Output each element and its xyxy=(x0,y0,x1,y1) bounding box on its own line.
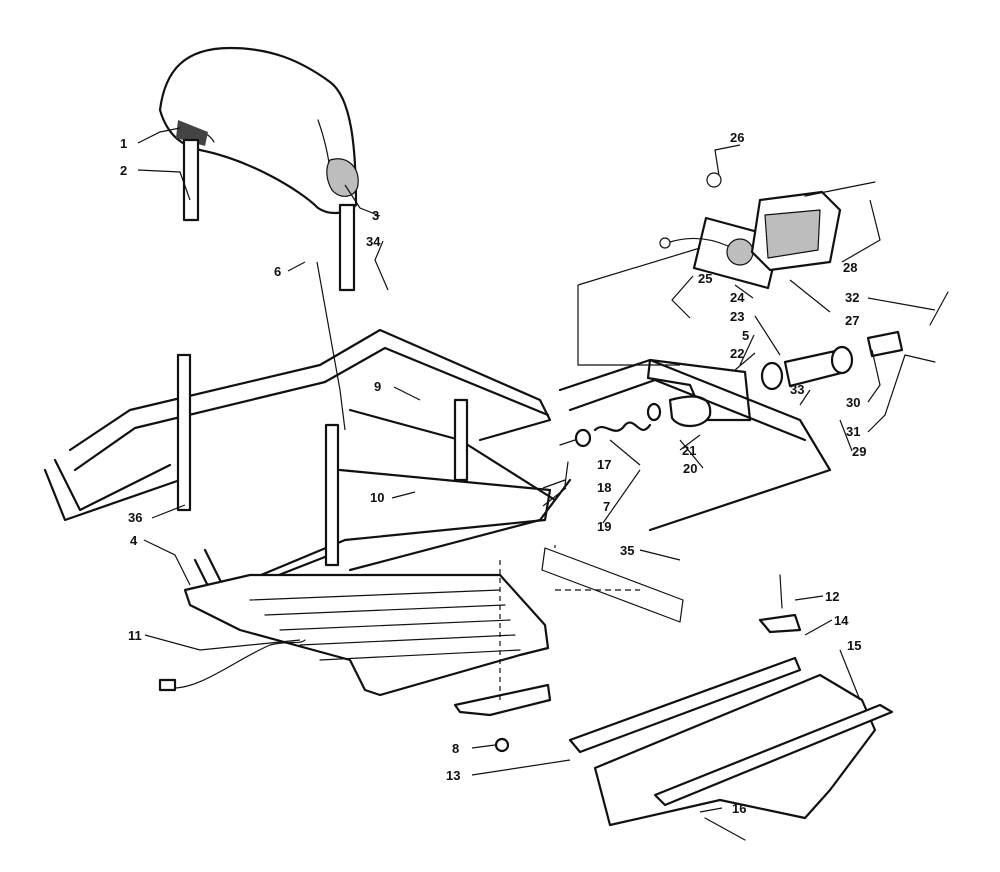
part-label: 31 xyxy=(846,424,860,439)
part-label: 35 xyxy=(620,543,634,558)
part-label: 27 xyxy=(845,313,859,328)
part-label: 24 xyxy=(730,290,745,305)
bracket-part xyxy=(453,683,552,753)
part-label: 6 xyxy=(274,264,281,279)
floor-pan-part xyxy=(183,573,550,697)
part-label: 17 xyxy=(597,457,611,472)
part-label: 33 xyxy=(790,382,804,397)
part-label: 5 xyxy=(742,328,749,343)
part-label: 23 xyxy=(730,309,744,324)
cable-part xyxy=(158,639,306,692)
part-label: 15 xyxy=(847,638,861,653)
part-label: 36 xyxy=(128,510,142,525)
part-label: 25 xyxy=(698,271,712,286)
part-label: 11 xyxy=(128,628,142,643)
part-label: 28 xyxy=(843,260,857,275)
hinge-assembly-part xyxy=(559,291,949,486)
part-label: 10 xyxy=(370,490,384,505)
part-label: 26 xyxy=(730,130,744,145)
part-label: 18 xyxy=(597,480,611,495)
part-number-labels: 1 2 3 34 6 26 28 25 24 23 5 22 32 27 33 … xyxy=(120,130,866,816)
part-label: 8 xyxy=(452,741,459,756)
tail-lamp-part xyxy=(659,149,876,290)
part-label: 13 xyxy=(446,768,460,783)
backrest-part xyxy=(158,46,359,292)
part-label: 29 xyxy=(852,444,866,459)
part-label: 19 xyxy=(597,519,611,534)
part-label: 7 xyxy=(603,499,610,514)
part-label: 1 xyxy=(120,136,127,151)
part-label: 32 xyxy=(845,290,859,305)
part-label: 34 xyxy=(366,234,381,249)
part-label: 2 xyxy=(120,163,127,178)
runner-boards-part xyxy=(568,574,894,841)
part-label: 4 xyxy=(130,533,138,548)
part-label: 16 xyxy=(732,801,746,816)
leader-lines xyxy=(137,127,936,813)
part-label: 14 xyxy=(834,613,849,628)
part-label: 20 xyxy=(683,461,697,476)
part-label: 12 xyxy=(825,589,839,604)
part-label: 9 xyxy=(374,379,381,394)
part-label: 22 xyxy=(730,346,744,361)
part-label: 3 xyxy=(372,208,379,223)
part-label: 30 xyxy=(846,395,860,410)
reflector-strip-part xyxy=(541,547,684,623)
part-label: 21 xyxy=(682,443,696,458)
